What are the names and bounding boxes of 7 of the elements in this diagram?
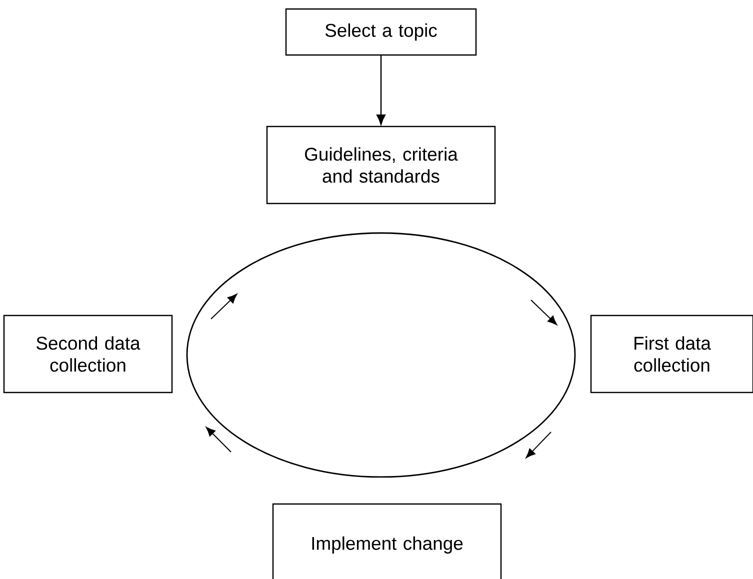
process-box: Select a topic: [285, 8, 477, 56]
arrow: [376, 55, 386, 125]
process-box: Guidelines, criteria and standards: [266, 126, 496, 204]
process-box: Implement change: [272, 503, 502, 579]
cycle-ellipse: [186, 232, 576, 478]
process-box: First data collection: [590, 314, 753, 394]
process-box: Second data collection: [3, 314, 173, 394]
